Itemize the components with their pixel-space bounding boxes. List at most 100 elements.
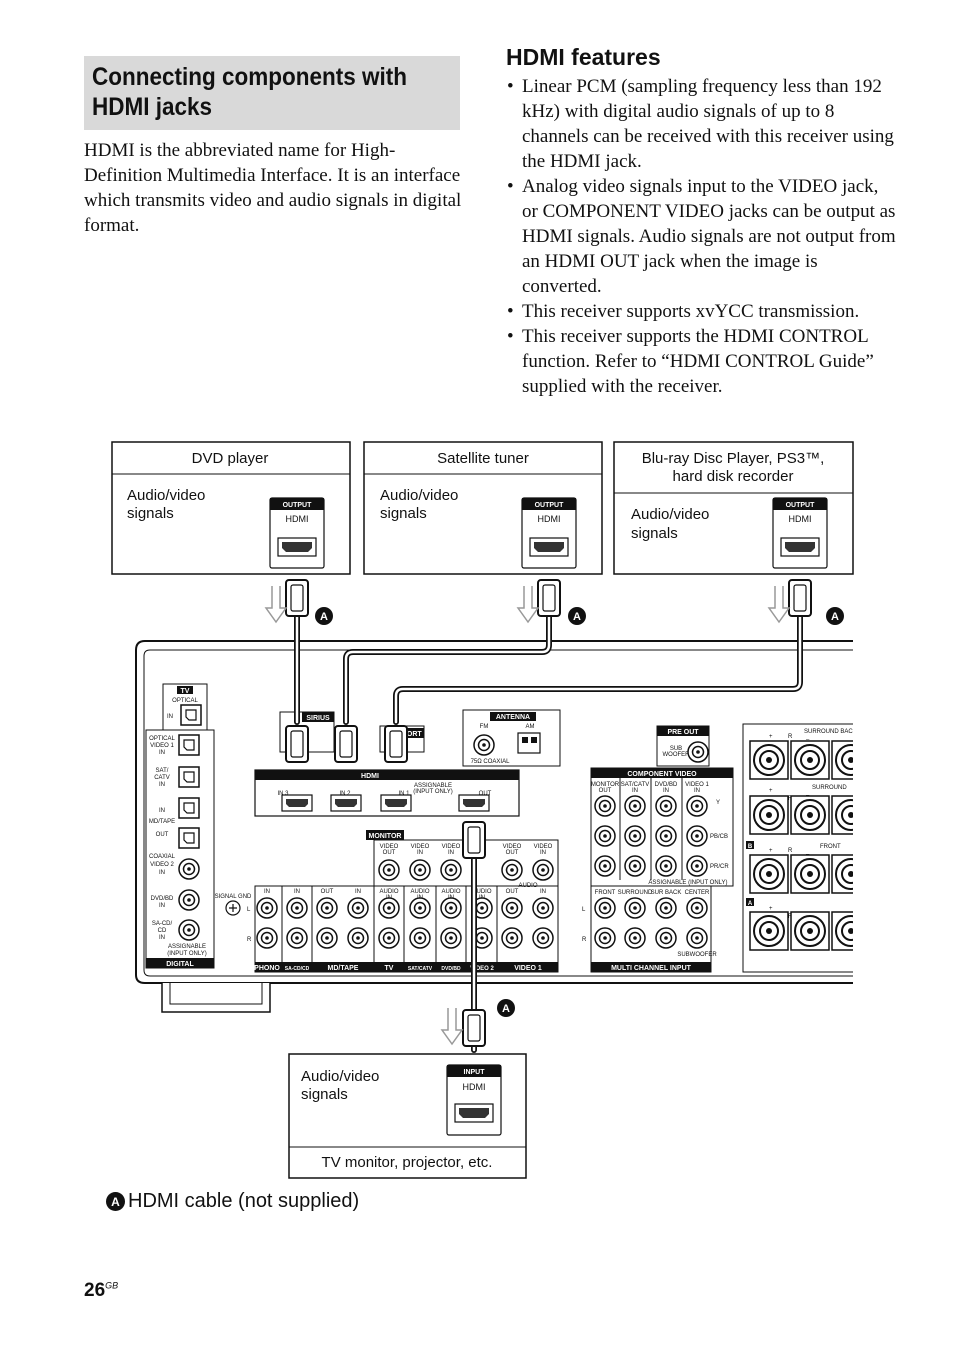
source-name: hard disk recorder [673, 468, 794, 485]
svg-text:IN 2: IN 2 [339, 791, 351, 797]
jack-header: OUTPUT [535, 502, 565, 509]
svg-text:IN: IN [540, 889, 546, 895]
destination-name: TV monitor, projector, etc. [322, 1154, 493, 1171]
svg-text:MONITOR: MONITOR [369, 833, 402, 840]
optical-jack-icon [178, 797, 200, 819]
svg-text:VIDEO 1: VIDEO 1 [150, 743, 174, 749]
svg-text:TV: TV [385, 965, 394, 972]
svg-text:SIRIUS: SIRIUS [306, 715, 330, 722]
legend-badge: A [106, 1192, 125, 1211]
optical-jack-icon [180, 704, 202, 726]
hdmi-connection-diagram: DVD player Audio/video signals OUTPUT HD… [111, 441, 954, 1179]
source-name: DVD player [192, 450, 269, 467]
signal-label: signals [301, 1086, 348, 1103]
svg-text:+: + [769, 734, 773, 740]
feature-item: This receiver supports the HDMI CONTROL … [506, 324, 896, 399]
svg-text:SAT/CATV: SAT/CATV [621, 782, 649, 788]
svg-text:SUBWOOFER: SUBWOOFER [677, 952, 717, 958]
signal-flow-arrow-icon [441, 1007, 463, 1045]
svg-text:A: A [320, 611, 328, 623]
svg-text:OUT: OUT [506, 889, 519, 895]
svg-text:PR/CR: PR/CR [710, 864, 729, 870]
feature-item: Linear PCM (sampling frequency less than… [506, 74, 896, 174]
svg-text:R: R [247, 937, 252, 943]
svg-text:IN: IN [448, 850, 454, 856]
svg-text:SA-CD/CD: SA-CD/CD [285, 966, 310, 972]
svg-text:VIDEO: VIDEO [442, 844, 461, 850]
svg-text:COAXIAL: COAXIAL [149, 854, 176, 860]
hdmi-in3-jack-icon [281, 794, 313, 812]
hdmi-plug-icon [384, 725, 408, 763]
svg-text:VIDEO 2: VIDEO 2 [470, 966, 494, 972]
tv-tag: TV [181, 688, 190, 695]
svg-text:PB/CB: PB/CB [710, 834, 728, 840]
svg-text:R: R [788, 848, 793, 854]
svg-text:IN: IN [294, 889, 300, 895]
hdmi-port-icon [785, 542, 815, 552]
svg-text:ASSIGNABLE: ASSIGNABLE [168, 944, 206, 950]
page-number-suffix: GB [105, 1280, 119, 1291]
svg-text:VIDEO 1: VIDEO 1 [685, 782, 709, 788]
svg-text:AUDIO: AUDIO [441, 889, 460, 895]
feature-item: This receiver supports xvYCC transmissio… [506, 299, 896, 324]
svg-text:Y: Y [716, 800, 720, 806]
hdmi-plug-icon [462, 1009, 486, 1047]
coaxial-jack-icon [178, 858, 200, 880]
svg-text:AUDIO: AUDIO [472, 889, 491, 895]
svg-text:IN: IN [540, 850, 546, 856]
svg-text:SIGNAL GND: SIGNAL GND [215, 894, 252, 900]
svg-text:SURROUND: SURROUND [812, 785, 847, 791]
svg-text:VIDEO: VIDEO [534, 844, 553, 850]
svg-text:ASSIGNABLE: ASSIGNABLE [414, 783, 452, 789]
legend: A HDMI cable (not supplied) [106, 1190, 359, 1213]
optical-jack-icon [178, 734, 200, 756]
svg-text:VIDEO 2: VIDEO 2 [150, 862, 174, 868]
jack-label: HDMI [789, 514, 812, 524]
optical-jack-icon [178, 766, 200, 788]
svg-text:IN: IN [159, 870, 165, 876]
svg-text:OUT: OUT [321, 889, 334, 895]
jack-header: INPUT [464, 1069, 486, 1076]
svg-text:L: L [247, 907, 251, 913]
svg-text:WOOFER: WOOFER [663, 752, 691, 758]
hdmi-plug-icon [285, 725, 309, 763]
svg-text:VIDEO: VIDEO [411, 844, 430, 850]
svg-text:AM: AM [526, 724, 535, 730]
svg-text:IN: IN [167, 714, 173, 720]
svg-text:+: + [769, 906, 773, 912]
svg-text:B: B [748, 844, 753, 850]
svg-text:SUR BACK: SUR BACK [651, 890, 682, 896]
svg-text:CATV: CATV [154, 775, 170, 781]
hdmi-plug-icon [537, 579, 561, 617]
cable-a-badge: A [826, 607, 844, 625]
svg-text:OUT: OUT [599, 788, 612, 794]
svg-text:CENTER: CENTER [685, 890, 710, 896]
hdmi-plug-icon [285, 579, 309, 617]
svg-text:COMPONENT VIDEO: COMPONENT VIDEO [627, 771, 697, 778]
svg-text:DVD/BD: DVD/BD [441, 966, 461, 972]
coaxial-jack-icon [178, 889, 200, 911]
hdmi-in2-jack-icon [330, 794, 362, 812]
svg-text:AUDIO: AUDIO [410, 889, 429, 895]
source-box-dvd-player: DVD player Audio/video signals OUTPUT HD… [111, 441, 351, 575]
signal-label: signals [380, 505, 427, 522]
signal-flow-arrow-icon [768, 585, 790, 623]
hdmi-cables [294, 607, 803, 1053]
svg-text:FRONT: FRONT [595, 890, 616, 896]
svg-text:ANTENNA: ANTENNA [496, 714, 530, 721]
svg-text:AUDIO: AUDIO [518, 883, 537, 889]
svg-text:–: – [806, 737, 810, 743]
svg-text:A: A [748, 901, 753, 907]
svg-text:IN: IN [694, 788, 700, 794]
svg-text:PORT: PORT [402, 731, 422, 738]
svg-text:A: A [573, 611, 581, 623]
legend-text: HDMI cable (not supplied) [128, 1190, 360, 1212]
coaxial-jack-icon [178, 919, 200, 941]
svg-text:OUT: OUT [383, 850, 396, 856]
svg-text:IN: IN [159, 782, 165, 788]
signal-label: Audio/video [127, 487, 205, 504]
signal-label: Audio/video [301, 1068, 379, 1085]
source-box-bluray-ps3-recorder: Blu-ray Disc Player, PS3™, hard disk rec… [613, 441, 854, 575]
hdmi-plug-icon [788, 579, 812, 617]
hdmi-port-icon [534, 542, 564, 552]
